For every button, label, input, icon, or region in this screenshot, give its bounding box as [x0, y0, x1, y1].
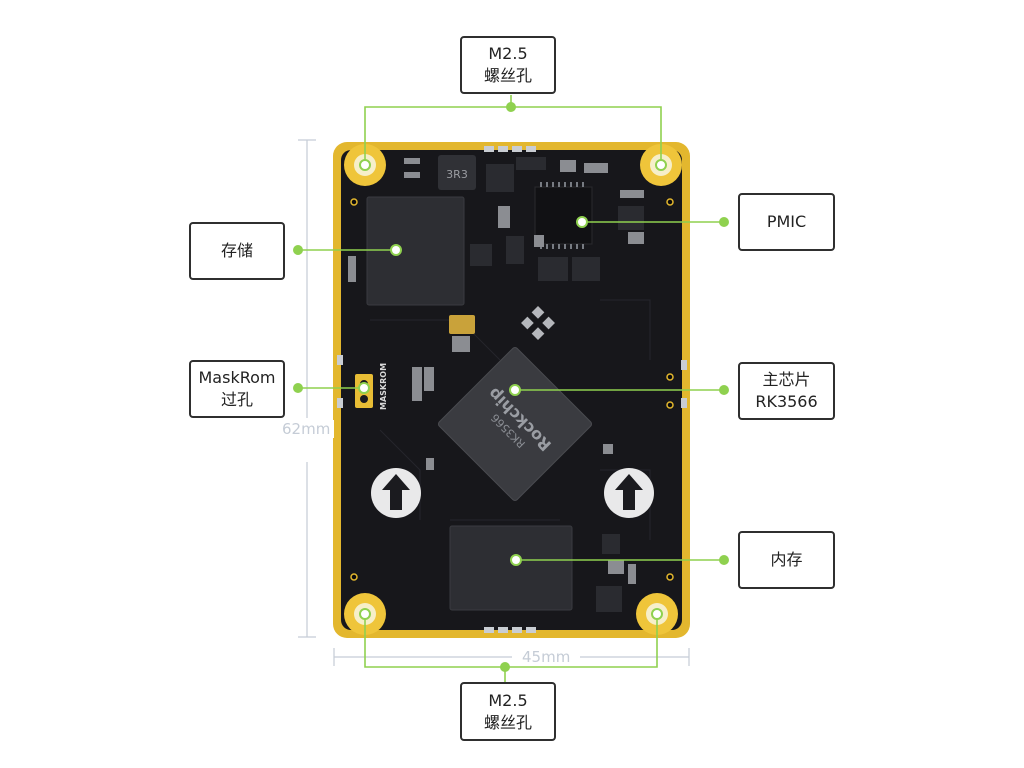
- maskrom-label-name: MaskRom: [198, 368, 276, 387]
- width-dimension: [333, 648, 690, 666]
- memory-chip: [449, 525, 573, 611]
- soc-chip: Rockchip RK3566: [437, 346, 593, 502]
- mount-hole-bottom-label: M2.5 螺丝孔: [460, 682, 556, 741]
- mount-hole-bottom-size: M2.5: [488, 690, 528, 710]
- width-dimension-label: 45mm: [518, 648, 575, 666]
- memory-label-text: 内存: [770, 550, 803, 569]
- storage-label-text: 存储: [220, 241, 253, 260]
- mount-hole-top-size: M2.5: [488, 44, 528, 63]
- callout-targets: [358, 159, 667, 620]
- orientation-arrow-left: [371, 468, 421, 518]
- soc-label: 主芯片 RK3566: [738, 362, 835, 420]
- soc-label-model: RK3566: [755, 392, 818, 411]
- mount-hole-top-label: M2.5 螺丝孔: [460, 36, 556, 94]
- pmic-chip: [534, 186, 593, 245]
- mount-hole-top-text: 螺丝孔: [483, 66, 532, 85]
- pmic-label-text: PMIC: [766, 212, 807, 231]
- storage-label: 存储: [189, 222, 285, 280]
- storage-chip: [366, 196, 465, 306]
- pmic-label: PMIC: [738, 193, 835, 251]
- height-dimension: [298, 139, 316, 638]
- soc-label-title: 主芯片: [762, 370, 811, 389]
- orientation-arrow-right: [604, 468, 654, 518]
- height-dimension-label: 62mm: [278, 420, 335, 438]
- maskrom-silkscreen: MASKROM: [379, 363, 388, 410]
- maskrom-label-text: 过孔: [220, 390, 253, 409]
- maskrom-label: MaskRom 过孔: [189, 360, 285, 418]
- inductor: [438, 155, 476, 190]
- inductor-marking: 3R3: [446, 168, 468, 181]
- memory-label: 内存: [738, 531, 835, 589]
- mount-hole-bottom-text: 螺丝孔: [483, 712, 532, 732]
- callout-dots: [293, 102, 729, 672]
